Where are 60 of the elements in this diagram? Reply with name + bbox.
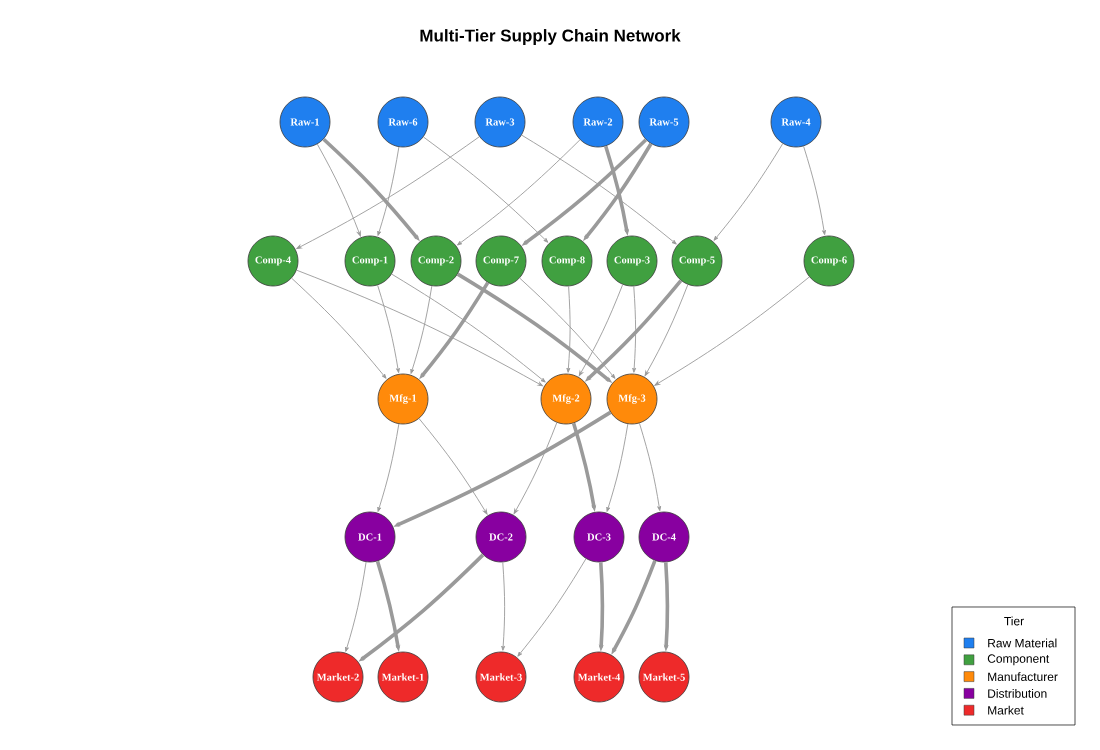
tier-node: Market-2 <box>312 651 364 703</box>
legend-label: Market <box>988 705 1024 715</box>
tier-node: DC-1 <box>344 511 396 563</box>
tier-node: Raw-1 <box>279 96 331 148</box>
chart-title: Multi-Tier Supply Chain Network <box>420 29 681 45</box>
tier-node: Mfg-2 <box>540 373 592 425</box>
arrow <box>566 285 571 373</box>
arrow <box>713 143 784 241</box>
arrow <box>606 423 629 512</box>
arrow <box>410 285 433 374</box>
arrow <box>377 146 400 236</box>
arrow <box>345 561 367 652</box>
tier-node: Comp-1 <box>344 235 396 287</box>
arrow <box>632 285 637 373</box>
legend-label: Raw Material <box>988 638 1057 648</box>
arrow <box>291 277 387 379</box>
arrow <box>513 422 558 515</box>
arrow <box>501 561 506 651</box>
tier-node: Raw-5 <box>638 96 690 148</box>
arrow <box>296 269 544 387</box>
arrow <box>377 284 400 374</box>
arrow <box>654 276 810 386</box>
tier-node: Comp-6 <box>803 235 855 287</box>
arrow <box>423 136 549 243</box>
tier-node: Comp-7 <box>475 235 527 287</box>
tier-node: DC-4 <box>638 511 690 563</box>
arrow <box>578 284 624 377</box>
arrow <box>519 277 616 379</box>
arrow <box>644 284 689 377</box>
tier-node: Market-5 <box>638 651 690 703</box>
tier-node: Comp-2 <box>410 235 462 287</box>
tier-node: Market-1 <box>377 651 429 703</box>
arrow <box>517 558 587 657</box>
tier-node: Mfg-3 <box>606 373 658 425</box>
tier-node: Comp-4 <box>247 235 299 287</box>
legend-label: Distribution <box>988 689 1047 698</box>
tier-node: DC-2 <box>475 511 527 563</box>
arrow <box>316 143 361 237</box>
arrow <box>296 136 480 250</box>
tier-node: Raw-3 <box>474 96 526 148</box>
legend-label: Manufacturer <box>988 672 1058 681</box>
tier-node: Mfg-1 <box>377 373 429 425</box>
tier-node: Market-4 <box>573 651 625 703</box>
arrow <box>457 139 581 246</box>
tier-node: Raw-4 <box>770 96 822 148</box>
arrow <box>521 134 677 245</box>
tier-node: Comp-5 <box>671 235 723 287</box>
tier-node: Raw-6 <box>377 96 429 148</box>
arrow <box>639 422 662 512</box>
legend-title: Tier <box>1004 616 1024 626</box>
arrow <box>803 145 826 236</box>
tier-node: Raw-2 <box>572 96 624 148</box>
tier-node: DC-3 <box>573 511 625 563</box>
tier-node: Comp-8 <box>541 235 593 287</box>
legend-label: Component <box>987 654 1050 666</box>
tier-node: Comp-3 <box>606 235 658 287</box>
arrow <box>377 423 400 512</box>
arrow <box>391 273 546 383</box>
tier-node: Market-3 <box>475 651 527 703</box>
arrow <box>418 418 488 515</box>
